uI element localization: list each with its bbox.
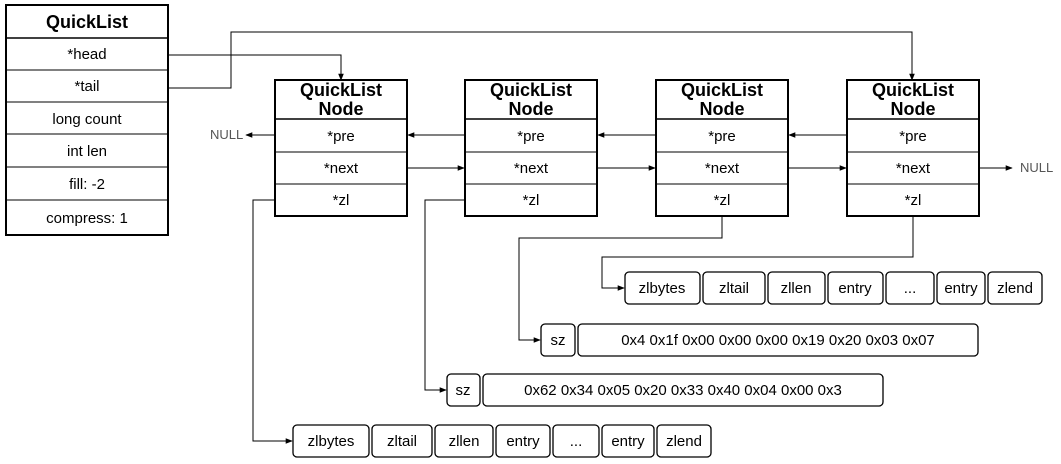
- compressed-bytes: 0x4 0x1f 0x00 0x00 0x00 0x19 0x20 0x03 0…: [621, 332, 935, 349]
- ziplist-cell: zlend: [997, 280, 1033, 297]
- compressed-node-2: sz 0x62 0x34 0x05 0x20 0x33 0x40 0x04 0x…: [446, 373, 884, 407]
- node-next-field: *next: [896, 160, 931, 177]
- quicklist-tail-field: *tail: [74, 78, 99, 95]
- ziplist-cell: zllen: [449, 433, 480, 450]
- node-title-line1: QuickList: [490, 80, 572, 100]
- quicklist-title: QuickList: [46, 12, 128, 32]
- node-next-field: *next: [514, 160, 549, 177]
- node-title-line2: Node: [700, 99, 745, 119]
- compressed-sz: sz: [551, 332, 566, 349]
- ziplist-cell: zltail: [387, 433, 417, 450]
- node-zl-field: *zl: [333, 192, 350, 209]
- quicklist-node-3: QuickList Node *pre *next *zl: [655, 79, 789, 217]
- head-pointer-arrow: [168, 54, 344, 81]
- node-zl-field: *zl: [714, 192, 731, 209]
- node-title-line1: QuickList: [872, 80, 954, 100]
- node-pre-field: *pre: [899, 128, 927, 145]
- node-next-field: *next: [705, 160, 740, 177]
- ziplist-cell: entry: [611, 433, 645, 450]
- node-next-field: *next: [324, 160, 359, 177]
- ziplist-cell: ...: [904, 280, 917, 297]
- node-title-line2: Node: [319, 99, 364, 119]
- null-label-left: NULL: [210, 127, 243, 142]
- node1-zl-arrow: [252, 199, 293, 444]
- node2-zl-arrow: [424, 199, 465, 393]
- node-title-line2: Node: [891, 99, 936, 119]
- quicklist-compress-field: compress: 1: [46, 210, 128, 227]
- node3-zl-arrow: [518, 216, 723, 343]
- quicklist-fill-field: fill: -2: [69, 176, 105, 193]
- ziplist-cell: zltail: [719, 280, 749, 297]
- quicklist-len-field: int len: [67, 143, 107, 160]
- node4-zl-arrow: [601, 216, 914, 291]
- node-pre-field: *pre: [517, 128, 545, 145]
- node-pre-field: *pre: [708, 128, 736, 145]
- quicklist-count-field: long count: [52, 111, 122, 128]
- node-zl-field: *zl: [523, 192, 540, 209]
- null-label-right: NULL: [1020, 160, 1053, 175]
- tail-pointer-arrow: [168, 31, 915, 89]
- quicklist-node-1: QuickList Node *pre *next *zl: [274, 79, 408, 217]
- quicklist-node-2: QuickList Node *pre *next *zl: [464, 79, 598, 217]
- node-title-line1: QuickList: [681, 80, 763, 100]
- ziplist-cell: ...: [570, 433, 583, 450]
- ziplist-cell: zlbytes: [639, 280, 686, 297]
- ziplist-cell: zllen: [781, 280, 812, 297]
- quicklist-struct: QuickList *head *tail long count int len…: [5, 4, 169, 236]
- quicklist-node-4: QuickList Node *pre *next *zl: [846, 79, 980, 217]
- ziplist-top: zlbytes zltail zllen entry ... entry zle…: [624, 271, 1043, 305]
- ziplist-cell: zlbytes: [308, 433, 355, 450]
- compressed-node-3: sz 0x4 0x1f 0x00 0x00 0x00 0x19 0x20 0x0…: [540, 323, 979, 357]
- node-title-line1: QuickList: [300, 80, 382, 100]
- ziplist-cell: entry: [944, 280, 978, 297]
- compressed-sz: sz: [456, 382, 471, 399]
- compressed-bytes: 0x62 0x34 0x05 0x20 0x33 0x40 0x04 0x00 …: [524, 382, 842, 399]
- ziplist-cell: entry: [838, 280, 872, 297]
- node-title-line2: Node: [509, 99, 554, 119]
- ziplist-bottom: zlbytes zltail zllen entry ... entry zle…: [292, 424, 712, 458]
- ziplist-cell: entry: [506, 433, 540, 450]
- node-pre-field: *pre: [327, 128, 355, 145]
- node-zl-field: *zl: [905, 192, 922, 209]
- ziplist-cell: zlend: [666, 433, 702, 450]
- quicklist-head-field: *head: [67, 46, 106, 63]
- quicklist-box: [5, 4, 169, 236]
